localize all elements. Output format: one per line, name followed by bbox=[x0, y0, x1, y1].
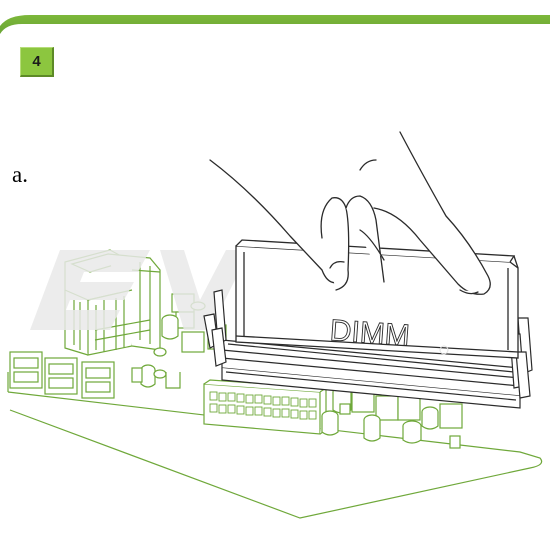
sata-connectors bbox=[9, 351, 115, 399]
dimm-slots bbox=[203, 289, 533, 409]
motherboard-outline bbox=[7, 372, 543, 519]
dimm-label: DIMM bbox=[329, 314, 411, 352]
registered-mark bbox=[439, 345, 449, 355]
vrm-components bbox=[321, 386, 463, 449]
header-inner-white bbox=[0, 0, 550, 26]
step-number: 4 bbox=[32, 53, 41, 70]
substep-label: a. bbox=[12, 162, 28, 187]
step-number-badge: 4 bbox=[20, 47, 54, 77]
page-header-band bbox=[0, 0, 550, 34]
hand-illustration bbox=[209, 131, 491, 295]
